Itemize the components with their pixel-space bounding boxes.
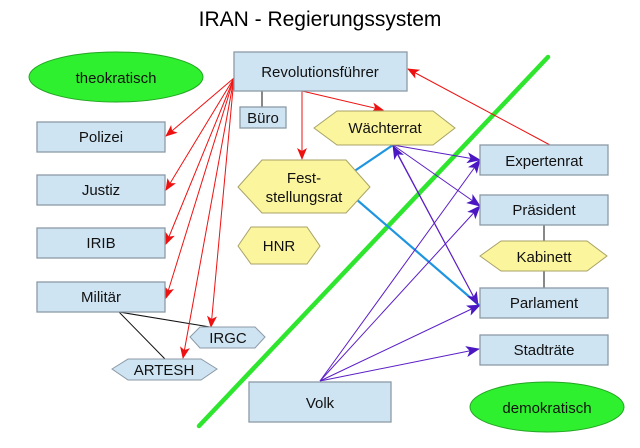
node-irib: IRIB xyxy=(36,227,166,259)
artesh-label: ARTESH xyxy=(134,362,195,379)
arrow-volk-stadtraete xyxy=(319,346,480,382)
parlament-box xyxy=(479,287,609,319)
theocratic-label: theokratisch xyxy=(76,70,157,87)
node-waechterrat: Wächterrat xyxy=(313,110,456,146)
hnr-label: HNR xyxy=(263,238,296,255)
militaer-label: Militär xyxy=(81,289,121,306)
mediation-lines xyxy=(352,144,481,307)
justiz-label: Justiz xyxy=(82,182,120,199)
arrow-volk-parlament xyxy=(319,304,481,382)
parlament-label: Parlament xyxy=(510,295,579,312)
feststellungsrat-hexagon xyxy=(237,159,371,214)
waechterrat-label: Wächterrat xyxy=(348,120,422,137)
arrow-to-irgc xyxy=(207,77,235,328)
buero-box xyxy=(239,106,287,129)
node-justiz: Justiz xyxy=(36,174,166,206)
arrow-to-artesh xyxy=(180,77,235,359)
polizei-label: Polizei xyxy=(79,129,123,146)
volk-box xyxy=(248,381,392,423)
irib-label: IRIB xyxy=(86,235,115,252)
polizei-box xyxy=(36,121,166,153)
node-kabinett: Kabinett xyxy=(479,240,608,272)
edge-feststellungsrat-waechterrat xyxy=(352,144,394,173)
expertenrat-label: Expertenrat xyxy=(505,153,583,170)
arrow-expertenrat-to-leader xyxy=(407,68,551,146)
expertenrat-box xyxy=(479,144,609,176)
edge-militaer-artesh xyxy=(118,311,166,360)
irgc-label: IRGC xyxy=(209,330,247,347)
arrow-to-polizei xyxy=(165,77,235,137)
praesident-label: Präsident xyxy=(512,202,576,219)
waechterrat-hexagon xyxy=(313,110,456,146)
praesident-box xyxy=(479,194,609,226)
election-arrows xyxy=(319,144,481,382)
arrow-parlament-waechterrat xyxy=(392,145,479,306)
edge-militaer-irgc xyxy=(118,311,211,328)
node-buero: Büro xyxy=(239,106,287,129)
black-connectors xyxy=(118,91,545,360)
node-volk: Volk xyxy=(248,381,392,423)
node-expertenrat: Expertenrat xyxy=(479,144,609,176)
arrow-waechterrat-praesident xyxy=(392,144,481,207)
node-praesident: Präsident xyxy=(479,194,609,226)
militaer-box xyxy=(36,281,166,313)
node-feststellungsrat: Fest- stellungsrat xyxy=(237,159,371,214)
arrow-volk-expertenrat xyxy=(319,159,481,382)
arrow-volk-praesident xyxy=(319,205,481,382)
feststellungsrat-label-line2: stellungsrat xyxy=(266,189,344,206)
edge-feststellungsrat-parlament xyxy=(355,198,481,307)
irgc-hexagon xyxy=(189,326,266,349)
justiz-box xyxy=(36,174,166,206)
arrow-waechterrat-expertenrat xyxy=(392,144,481,164)
region-democratic: demokratisch xyxy=(469,381,625,433)
divider-line xyxy=(196,54,551,429)
node-polizei: Polizei xyxy=(36,121,166,153)
feststellungsrat-label-line1: Fest- xyxy=(287,170,321,187)
stadtraete-box xyxy=(479,334,609,366)
kabinett-hexagon xyxy=(479,240,608,272)
node-stadtraete: Stadträte xyxy=(479,334,609,366)
node-militaer: Militär xyxy=(36,281,166,313)
arrow-to-waechterrat xyxy=(301,90,384,113)
node-parlament: Parlament xyxy=(479,287,609,319)
arrow-to-irib xyxy=(165,77,235,245)
revolutionsfuehrer-box xyxy=(233,51,408,92)
node-hnr: HNR xyxy=(237,226,321,265)
arrow-to-militaer xyxy=(164,77,235,299)
hnr-hexagon xyxy=(237,226,321,265)
node-artesh: ARTESH xyxy=(111,358,218,381)
revolutionsfuehrer-label: Revolutionsführer xyxy=(261,64,379,81)
arrow-to-justiz xyxy=(165,77,235,191)
irib-box xyxy=(36,227,166,259)
democratic-ellipse xyxy=(469,381,625,433)
leader-arrows xyxy=(164,68,551,359)
stadtraete-label: Stadträte xyxy=(514,342,575,359)
kabinett-label: Kabinett xyxy=(516,249,572,266)
democratic-label: demokratisch xyxy=(502,400,591,417)
node-revolutionsfuehrer: Revolutionsführer xyxy=(233,51,408,92)
region-theocratic: theokratisch xyxy=(28,51,204,103)
volk-label: Volk xyxy=(306,395,335,412)
artesh-hexagon xyxy=(111,358,218,381)
diagram-title: IRAN - Regierungssystem xyxy=(199,8,442,31)
theocratic-ellipse xyxy=(28,51,204,103)
buero-label: Büro xyxy=(247,110,279,127)
node-irgc: IRGC xyxy=(189,326,266,349)
